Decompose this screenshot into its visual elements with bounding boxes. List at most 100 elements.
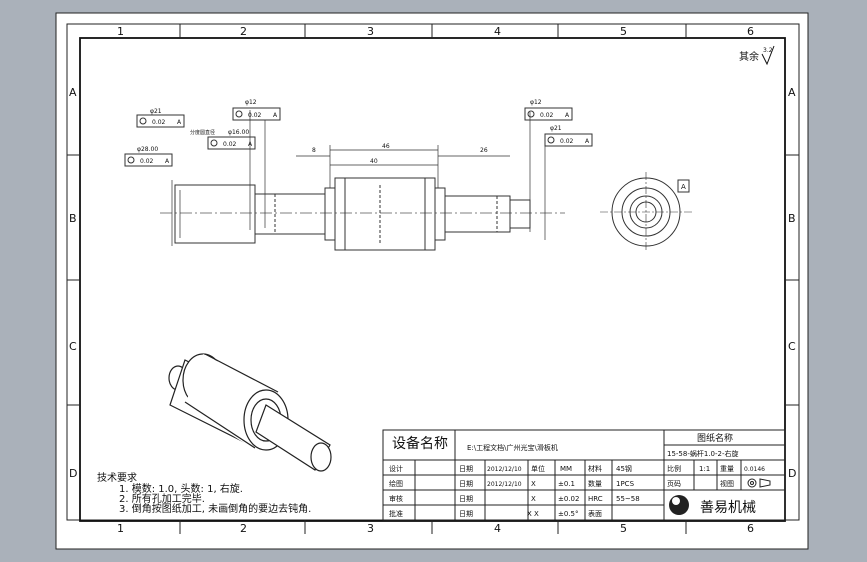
- shaft-end-view: A: [600, 172, 692, 252]
- zone-col-6-bottom: 6: [747, 522, 754, 535]
- device-name-label: 设备名称: [392, 435, 448, 452]
- row-design: 设计: [389, 464, 403, 473]
- tol-a: 0.02: [152, 119, 166, 126]
- row-review: 审核: [389, 494, 403, 503]
- zone-row-d-left: D: [69, 467, 77, 480]
- zone-row-c-left: C: [69, 340, 77, 353]
- quantity-label: 数量: [588, 479, 602, 488]
- shaft-iso-view: [168, 353, 332, 472]
- callout-phi16: φ16.00: [228, 129, 249, 136]
- angle-label: ±0.5°: [558, 510, 579, 518]
- zone-row-b-left: B: [69, 212, 77, 225]
- datum-a3: A: [248, 141, 253, 148]
- zone-row-a-left: A: [69, 86, 77, 99]
- tech-req-line2: 2. 所有孔加工完毕.: [119, 492, 205, 505]
- datum-a6: A: [585, 138, 590, 145]
- company-logo: [669, 495, 689, 515]
- author-1: X: [531, 480, 536, 488]
- callout-phi12-right: φ12: [530, 99, 542, 106]
- dim-8: 8: [312, 147, 316, 154]
- zone-col-1-bottom: 1: [117, 522, 124, 535]
- tech-req-line1: 1. 模数: 1.0, 头数: 1, 右旋.: [119, 482, 243, 495]
- tolerance-callouts: φ21 0.02 A φ12 0.02 A 分度圆直径 φ16.00 0.02 …: [124, 99, 593, 167]
- zone-row-b-right: B: [788, 212, 796, 225]
- zone-col-1-top: 1: [117, 25, 124, 38]
- tol-d: 0.02: [140, 158, 154, 165]
- author-2: X: [531, 495, 536, 503]
- weight-label: 重量: [720, 465, 734, 473]
- zone-col-4-bottom: 4: [494, 522, 501, 535]
- tol-f: 0.02: [560, 138, 574, 145]
- callout-dist-note: 分度圆直径: [190, 129, 215, 136]
- roughness-value: 3.2: [763, 47, 773, 54]
- roughness-label: 其余: [739, 50, 759, 63]
- zone-row-a-right: A: [788, 86, 796, 99]
- datum-box: [677, 179, 690, 193]
- quantity-value: 1PCS: [616, 480, 635, 488]
- row-approve: 批准: [389, 509, 403, 518]
- drawing-sheet: [55, 12, 809, 550]
- material-label: 材料: [588, 464, 602, 473]
- date-value-1: 2012/12/10: [487, 466, 522, 473]
- weight-value: 0.0146: [744, 466, 765, 473]
- title-block-text: 设备名称 E:\工程文档\广州光宝\滑板机 图纸名称 15-58-蜗杆1.0-2…: [389, 432, 765, 518]
- date-label-4: 日期: [459, 510, 473, 518]
- file-path: E:\工程文档\广州光宝\滑板机: [467, 443, 558, 452]
- datum-box-label: A: [681, 183, 686, 191]
- datum-a2: A: [273, 112, 278, 119]
- datum-a5: A: [565, 112, 570, 119]
- unit-value: MM: [560, 465, 572, 473]
- zone-markers: 1 2 3 4 5 6 1 2 3 4 5 6 A B C D A B C D: [67, 24, 799, 535]
- dim-40: 40: [370, 158, 378, 165]
- surface-label: 表面: [588, 509, 602, 518]
- tech-req-title: 技术要求: [97, 471, 137, 484]
- zone-row-d-right: D: [788, 467, 796, 480]
- view-label: 视图: [720, 479, 734, 488]
- material-value: 45钢: [616, 464, 632, 473]
- zone-col-2-bottom: 2: [240, 522, 247, 535]
- title-block: [382, 429, 786, 521]
- tol-e: 0.02: [540, 112, 554, 119]
- datum-a4: A: [165, 158, 170, 165]
- zone-col-4-top: 4: [494, 25, 501, 38]
- callout-phi28: φ28.00: [137, 146, 158, 153]
- date-value-2: 2012/12/10: [487, 481, 522, 488]
- angle-value: ±0.02: [558, 495, 579, 503]
- company-name: 善易机械: [700, 500, 756, 516]
- roughness-note: 其余 3.2: [739, 45, 775, 66]
- unit-label: 单位: [531, 464, 545, 473]
- dim-46: 46: [382, 143, 390, 150]
- tol-b: 0.02: [248, 112, 262, 119]
- projection-symbol: [747, 478, 771, 488]
- dim-26: 26: [480, 147, 488, 154]
- scale-label: 比例: [667, 464, 681, 473]
- tol-c: 0.02: [223, 141, 237, 148]
- author-3: X X: [527, 510, 539, 518]
- shaft-main-view: [160, 177, 565, 251]
- zone-col-3-bottom: 3: [367, 522, 374, 535]
- dimensions: [171, 110, 546, 246]
- date-label-1: 日期: [459, 465, 473, 473]
- tech-req-line3: 3. 倒角按图纸加工, 未画倒角的要边去钝角.: [119, 502, 311, 515]
- tolerance-value: ±0.1: [558, 480, 575, 488]
- zone-col-5-bottom: 5: [620, 522, 627, 535]
- zone-col-2-top: 2: [240, 25, 247, 38]
- date-label-2: 日期: [459, 480, 473, 488]
- page-label: 页码: [667, 480, 681, 488]
- zone-row-c-right: C: [788, 340, 796, 353]
- hardness-label: HRC: [588, 495, 603, 503]
- callout-phi21-left: φ21: [150, 108, 162, 115]
- zone-col-3-top: 3: [367, 25, 374, 38]
- zone-col-5-top: 5: [620, 25, 627, 38]
- roughness-symbol: [761, 45, 775, 66]
- callout-phi12-left: φ12: [245, 99, 257, 106]
- hardness-range: 55~58: [616, 495, 640, 503]
- row-drafting: 绘图: [389, 479, 403, 488]
- callout-phi21-right: φ21: [550, 125, 562, 132]
- datum-a1: A: [177, 119, 182, 126]
- drawing-name-label: 图纸名称: [697, 432, 733, 444]
- drawing-name: 15-58-蜗杆1.0-2-右旋: [667, 449, 739, 458]
- zone-col-6-top: 6: [747, 25, 754, 38]
- tech-requirements: 技术要求 1. 模数: 1.0, 头数: 1, 右旋. 2. 所有孔加工完毕. …: [97, 471, 311, 515]
